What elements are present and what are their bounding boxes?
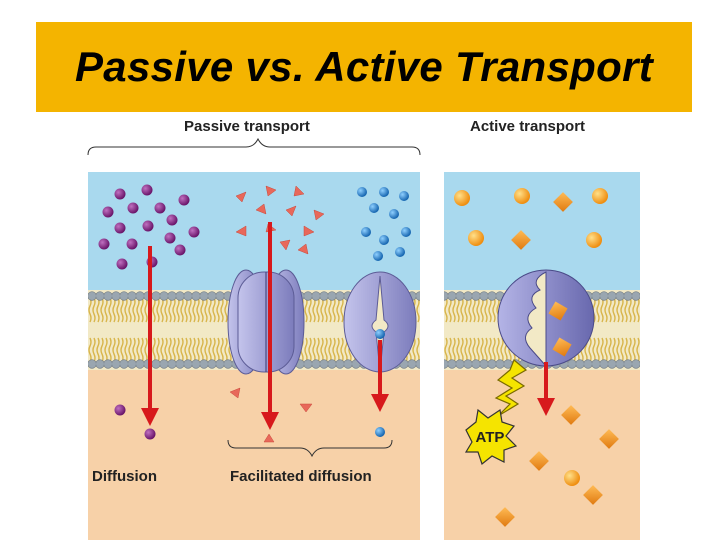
active-arrow [537,362,555,416]
facilitated-diffusion-label: Facilitated diffusion [230,468,372,485]
blue-molecules [357,187,411,437]
diffusion-arrow [141,246,159,426]
passive-transport-label: Passive transport [184,118,310,135]
page-title: Passive vs. Active Transport [74,43,654,90]
title-banner: Passive vs. Active Transport [36,22,692,112]
diffusion-label: Diffusion [92,468,157,485]
passive-bracket [87,137,421,156]
channel-protein [227,269,305,375]
channel-arrow [261,222,279,430]
atp-starburst-icon: ATP [464,408,518,466]
pump-protein [497,269,595,368]
active-transport-label: Active transport [470,118,586,135]
diffusion-molecules [98,184,200,440]
facilitated-bracket [227,439,393,458]
atp-label: ATP [476,429,505,446]
carrier-arrow [371,340,389,412]
